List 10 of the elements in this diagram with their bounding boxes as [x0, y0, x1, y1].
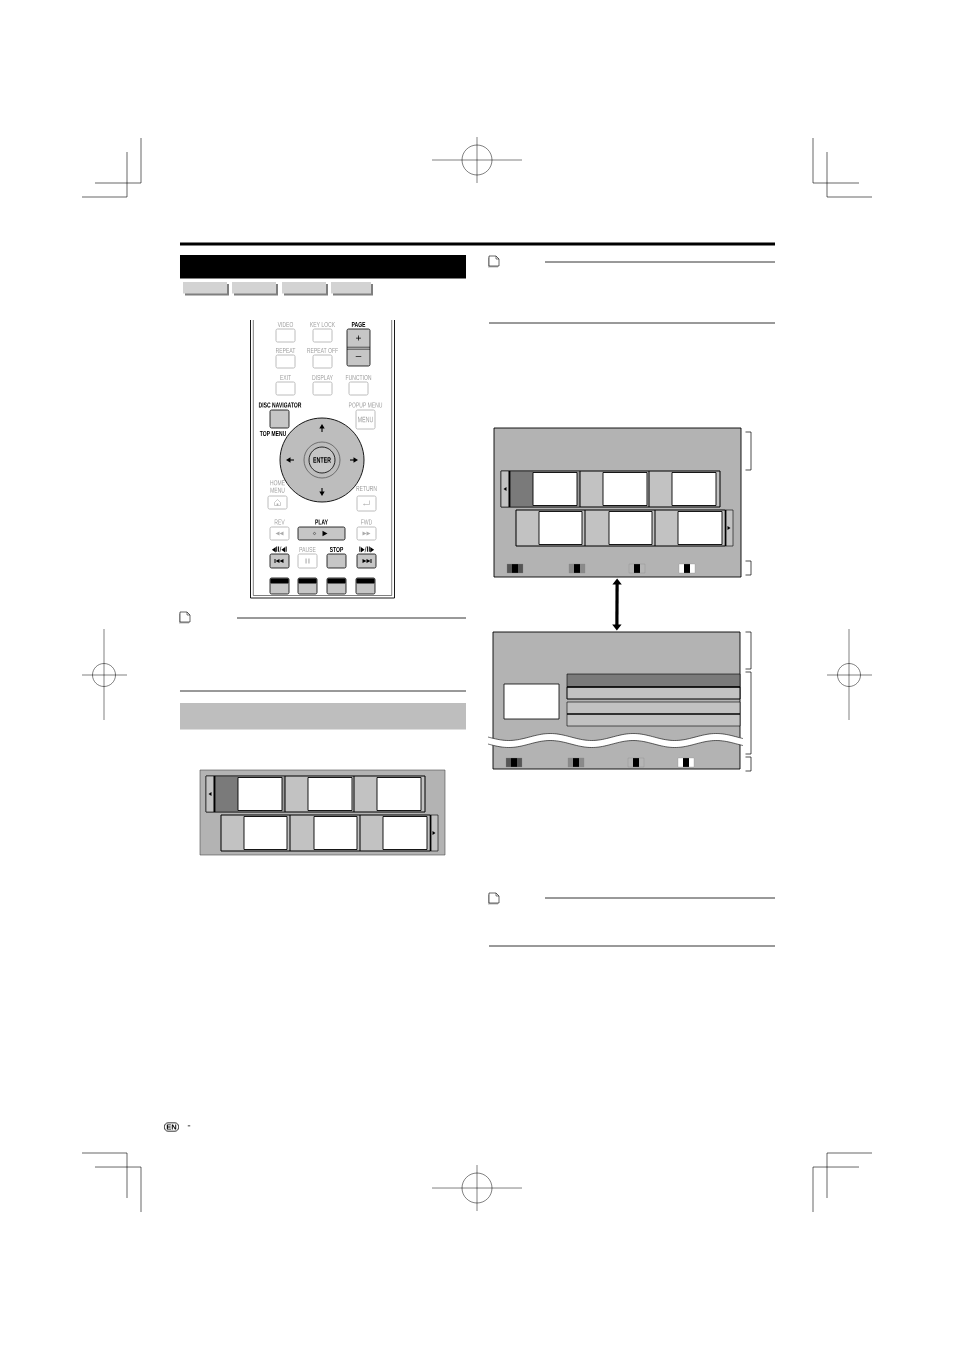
menu-screen-drawing	[487, 631, 744, 770]
remote-button	[269, 577, 290, 595]
footer-text: -	[187, 1125, 191, 1127]
menu-screen-drawing	[493, 427, 742, 578]
remote-button	[297, 577, 318, 595]
remote-button	[355, 577, 376, 595]
section-band	[180, 703, 466, 730]
rocker-button: + –	[346, 328, 371, 367]
double-arrow	[612, 578, 622, 631]
remote-button	[326, 577, 347, 595]
